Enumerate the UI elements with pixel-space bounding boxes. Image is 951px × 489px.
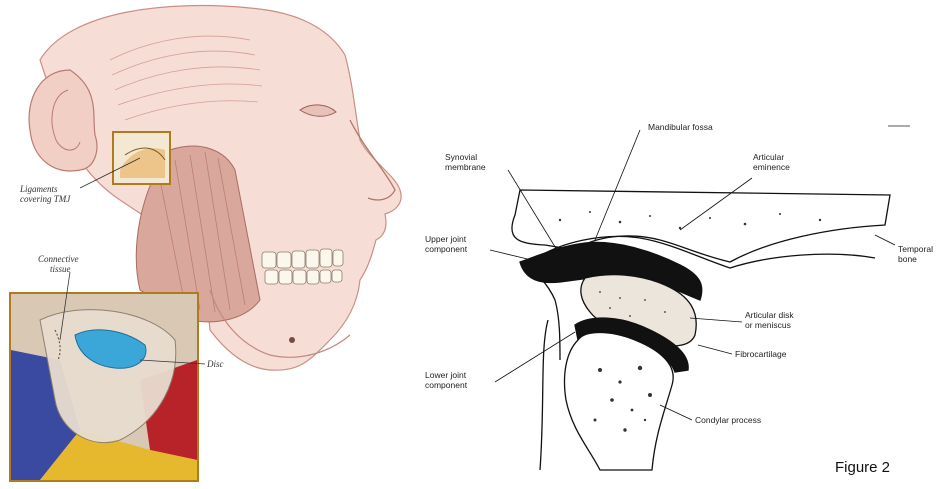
label-lower-joint-line1: Lower joint (425, 370, 467, 380)
label-eminence-line1: Articular (753, 152, 784, 162)
tmj-cross-section (512, 190, 890, 470)
condylar-process (565, 333, 674, 471)
lower-joint-outline (540, 320, 548, 470)
label-temporal-line1: Temporal (898, 244, 933, 254)
label-temporal-line2: bone (898, 254, 917, 264)
label-synovial-line2: membrane (445, 162, 486, 172)
label-mandibular-fossa: Mandibular fossa (648, 122, 713, 132)
ligaments-label-line2: covering TMJ (20, 194, 71, 204)
label-eminence-line2: eminence (753, 162, 790, 172)
teeth (262, 249, 343, 284)
label-condylar-process: Condylar process (695, 415, 761, 425)
label-upper-joint-line2: component (425, 244, 468, 254)
connective-label-line1: Connective (38, 254, 78, 264)
connective-label-line2: tissue (50, 264, 71, 274)
ligaments-label-line1: Ligaments (19, 184, 58, 194)
label-disk-line1: Articular disk (745, 310, 794, 320)
figure-caption: Figure 2 (835, 459, 890, 476)
disc-label: Disc (206, 359, 224, 369)
label-synovial-line1: Synovial (445, 152, 477, 162)
label-upper-joint-line1: Upper joint (425, 234, 467, 244)
label-lower-joint-line2: component (425, 380, 468, 390)
label-fibrocartilage: Fibrocartilage (735, 349, 787, 359)
label-disk-line2: or meniscus (745, 320, 791, 330)
mental-foramen (289, 337, 295, 343)
